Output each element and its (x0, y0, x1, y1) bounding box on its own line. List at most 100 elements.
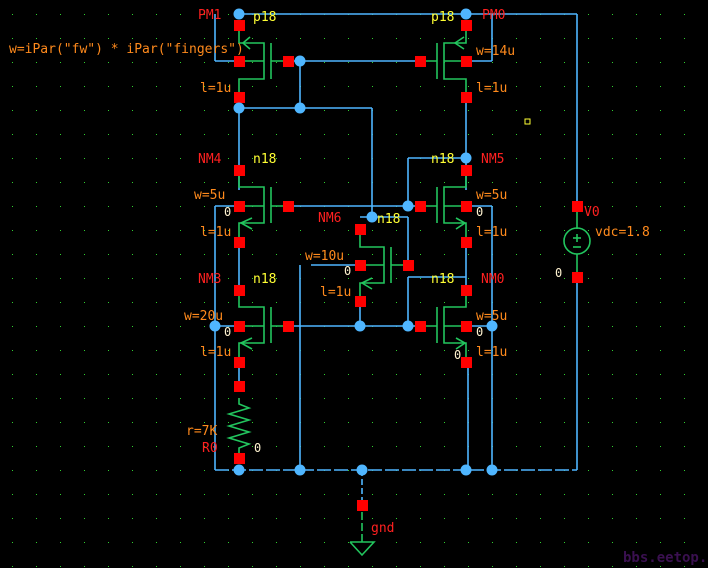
nm5-symbol[interactable] (420, 170, 467, 242)
terminal-pin[interactable] (234, 357, 245, 368)
grid-dot (228, 86, 229, 87)
grid-dot (84, 566, 85, 567)
grid-dot (636, 182, 637, 183)
terminal-pin[interactable] (461, 201, 472, 212)
grid-dot (156, 542, 157, 543)
v0-vdc-param[interactable]: vdc=1.8 (595, 225, 650, 240)
pm0-instance-label[interactable]: PM0 (482, 8, 505, 23)
terminal-pin[interactable] (461, 357, 472, 368)
junction-dot (209, 320, 221, 332)
terminal-pin[interactable] (403, 260, 414, 271)
grid-dot (492, 62, 493, 63)
grid-dot (444, 86, 445, 87)
terminal-pin[interactable] (461, 321, 472, 332)
grid-dot (444, 566, 445, 567)
nm0-length-param[interactable]: l=1u (476, 345, 507, 360)
nm5-length-param[interactable]: l=1u (476, 225, 507, 240)
pm0-length-param[interactable]: l=1u (476, 81, 507, 96)
r0-resistance-param[interactable]: r=7K (186, 424, 217, 439)
terminal-pin[interactable] (283, 201, 294, 212)
pm1-symbol[interactable] (238, 25, 288, 97)
nm3-width-param[interactable]: w=20u (184, 309, 223, 324)
terminal-pin[interactable] (234, 20, 245, 31)
selection-marker[interactable] (524, 118, 531, 125)
nm4-symbol[interactable] (238, 170, 288, 242)
terminal-pin[interactable] (572, 201, 583, 212)
terminal-pin[interactable] (461, 92, 472, 103)
grid-dot (276, 254, 277, 255)
terminal-pin[interactable] (234, 92, 245, 103)
v0-instance-label[interactable]: V0 (584, 205, 600, 220)
terminal-pin[interactable] (572, 272, 583, 283)
nm0-width-param[interactable]: w=5u (476, 309, 507, 324)
terminal-pin[interactable] (461, 285, 472, 296)
terminal-pin[interactable] (234, 237, 245, 248)
grid-dot (540, 230, 541, 231)
pm1-width-param[interactable]: w=iPar("fw") * iPar("fingers") (9, 42, 244, 57)
nm3-symbol[interactable] (238, 290, 288, 362)
nm3-instance-label[interactable]: NM3 (198, 272, 221, 287)
terminal-pin[interactable] (234, 381, 245, 392)
grid-dot (636, 470, 637, 471)
grid-dot (132, 398, 133, 399)
terminal-pin[interactable] (234, 56, 245, 67)
terminal-pin[interactable] (355, 224, 366, 235)
terminal-pin[interactable] (355, 296, 366, 307)
terminal-pin[interactable] (461, 20, 472, 31)
nm4-length-param[interactable]: l=1u (200, 225, 231, 240)
terminal-pin[interactable] (283, 56, 294, 67)
grid-dot (180, 278, 181, 279)
terminal-pin[interactable] (234, 285, 245, 296)
grid-dot (660, 230, 661, 231)
nm5-width-param[interactable]: w=5u (476, 188, 507, 203)
terminal-pin[interactable] (357, 500, 368, 511)
nm0-instance-label[interactable]: NM0 (481, 272, 504, 287)
grid-dot (180, 542, 181, 543)
grid-dot (468, 254, 469, 255)
pm0-width-param[interactable]: w=14u (476, 44, 515, 59)
gnd-symbol[interactable] (349, 512, 376, 557)
grid-dot (12, 446, 13, 447)
terminal-pin[interactable] (234, 165, 245, 176)
terminal-pin[interactable] (415, 321, 426, 332)
nm6-width-param[interactable]: w=10u (305, 249, 344, 264)
grid-dot (588, 422, 589, 423)
pm1-instance-label[interactable]: PM1 (198, 8, 221, 23)
grid-dot (492, 86, 493, 87)
gnd-label[interactable]: gnd (371, 521, 394, 536)
terminal-pin[interactable] (234, 321, 245, 332)
r0-instance-label[interactable]: R0 (202, 441, 218, 456)
nm3-length-param[interactable]: l=1u (200, 345, 231, 360)
nm5-instance-label[interactable]: NM5 (481, 152, 504, 167)
nm6-length-param[interactable]: l=1u (320, 285, 351, 300)
grid-dot (516, 86, 517, 87)
terminal-pin[interactable] (461, 165, 472, 176)
nm4-instance-label[interactable]: NM4 (198, 152, 222, 167)
nm6-instance-label[interactable]: NM6 (318, 211, 341, 226)
grid-dot (324, 254, 325, 255)
pm0-symbol[interactable] (420, 25, 467, 97)
terminal-pin[interactable] (234, 201, 245, 212)
grid-dot (612, 470, 613, 471)
terminal-pin[interactable] (415, 201, 426, 212)
grid-dot (636, 494, 637, 495)
terminal-pin[interactable] (461, 237, 472, 248)
nm4-width-param[interactable]: w=5u (194, 188, 225, 203)
terminal-pin[interactable] (461, 56, 472, 67)
grid-dot (156, 134, 157, 135)
grid-dot (276, 518, 277, 519)
terminal-pin[interactable] (415, 56, 426, 67)
grid-dot (204, 470, 205, 471)
grid-dot (636, 566, 637, 567)
nm6-symbol[interactable] (359, 229, 408, 301)
terminal-pin[interactable] (355, 260, 366, 271)
grid-dot (204, 422, 205, 423)
grid-dot (636, 110, 637, 111)
r0-symbol[interactable] (226, 398, 252, 458)
grid-dot (84, 182, 85, 183)
terminal-pin[interactable] (283, 321, 294, 332)
nm4-bulk-label: 0 (224, 205, 231, 219)
terminal-pin[interactable] (234, 453, 245, 464)
pm1-length-param[interactable]: l=1u (200, 81, 231, 96)
